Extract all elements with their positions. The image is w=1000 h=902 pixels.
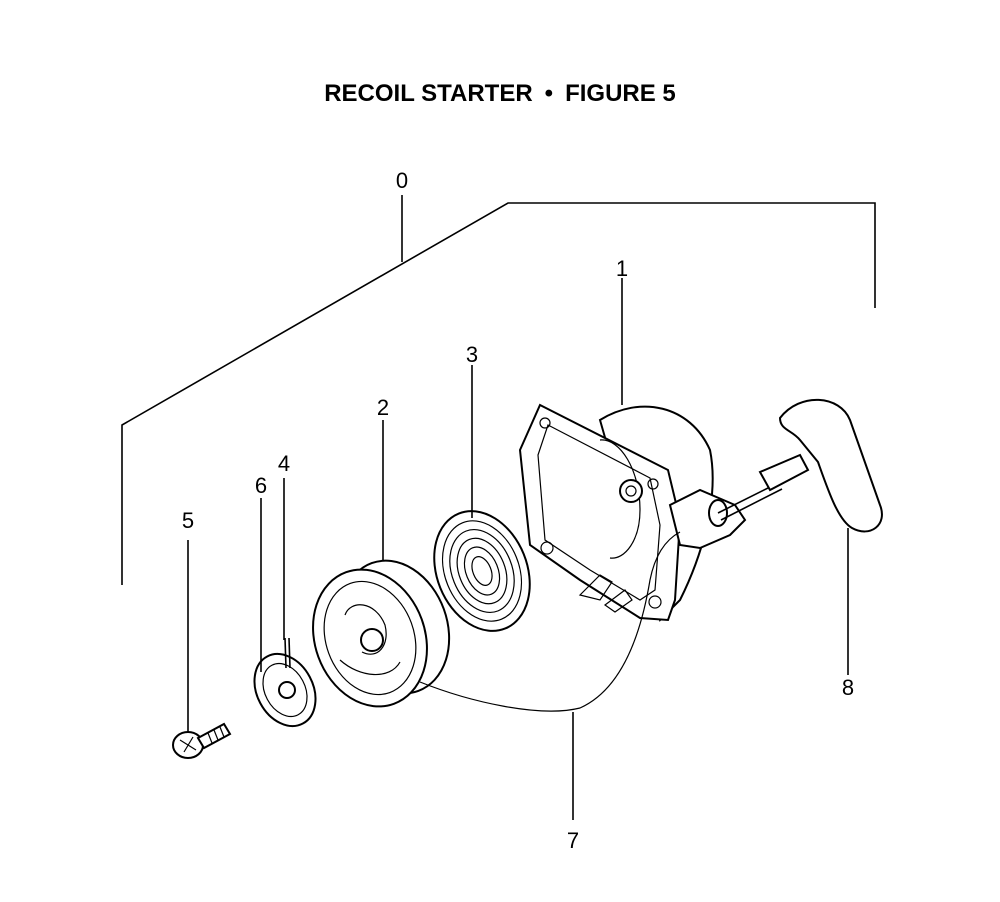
rope-pulley [312, 420, 451, 708]
callout-1: 1 [616, 256, 628, 281]
callout-2: 2 [377, 395, 389, 420]
figure-title-name: RECOIL STARTER [324, 80, 533, 107]
starter-handle [717, 398, 883, 675]
starter-housing [518, 278, 747, 622]
title-separator: • [544, 80, 554, 107]
callout-6: 6 [255, 473, 267, 498]
screw [172, 540, 232, 759]
callout-3: 3 [466, 342, 478, 367]
callout-4: 4 [278, 451, 290, 476]
figure-title: RECOIL STARTER • FIGURE 5 [0, 80, 1000, 108]
callout-8: 8 [842, 675, 854, 700]
ratchet-plate [253, 478, 317, 728]
starter-rope [419, 531, 681, 820]
callout-7: 7 [567, 828, 579, 853]
callout-5: 5 [182, 508, 194, 533]
figure-title-number: FIGURE 5 [565, 80, 676, 107]
callout-0: 0 [396, 168, 408, 193]
assembly-bracket [121, 195, 876, 585]
recoil-spring [433, 365, 531, 632]
